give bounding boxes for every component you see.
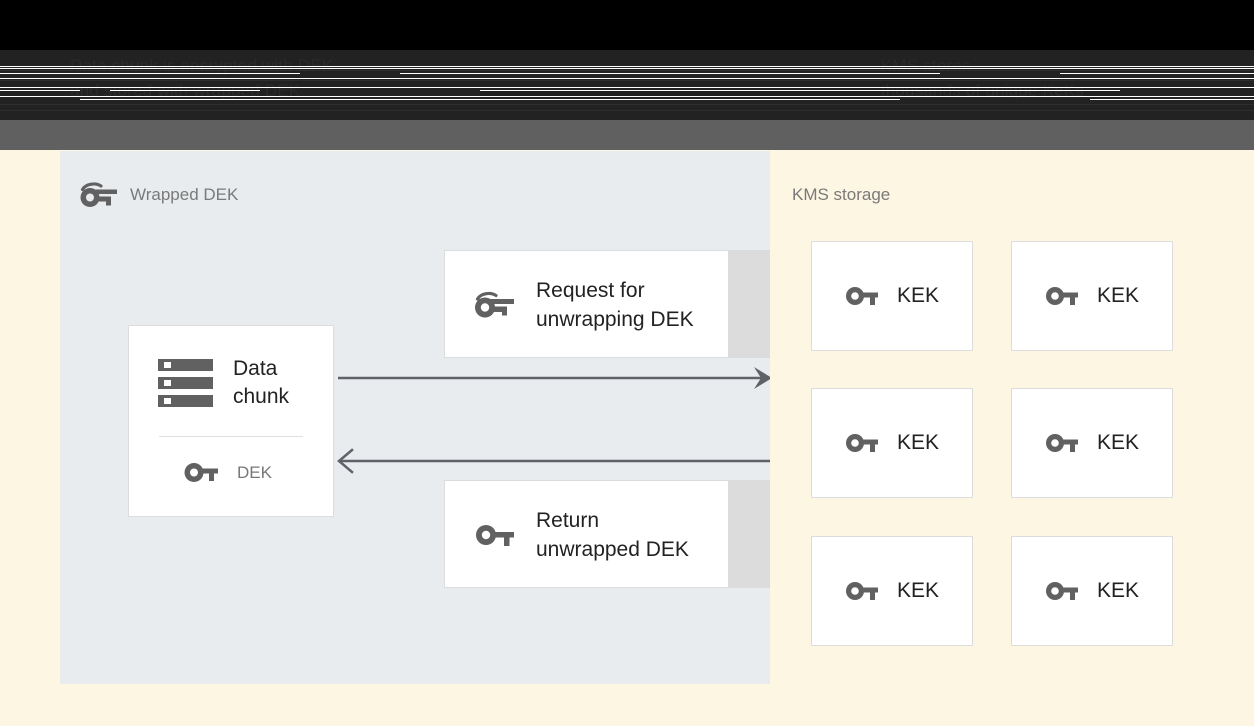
kek-card[interactable]: KEK [811, 388, 973, 498]
arrow-from-kms [337, 448, 772, 474]
kek-card-content: KEK [845, 283, 939, 309]
glitch-scanline [110, 90, 260, 91]
kek-card-content: KEK [845, 430, 939, 456]
return-card-content: Return unwrapped DEK [474, 506, 689, 564]
key-icon [1045, 287, 1078, 305]
kek-card[interactable]: KEK [811, 241, 973, 351]
kek-label: KEK [1096, 579, 1140, 602]
request-card-content: Request for unwrapping DEK [474, 276, 694, 334]
wrapped-key-icon [80, 182, 117, 207]
data-chunk-row: Data chunk [158, 355, 289, 411]
key-icon [1045, 582, 1078, 600]
glitch-scanline [0, 80, 1254, 81]
key-icon [845, 582, 878, 600]
kek-card-content: KEK [1045, 430, 1139, 456]
glitch-scanline [0, 104, 1254, 105]
glitch-scanline [1060, 73, 1254, 74]
kek-card[interactable]: KEK [1011, 241, 1173, 351]
glitch-scanline [80, 99, 900, 100]
return-grey-extension [728, 480, 770, 588]
key-icon [845, 287, 878, 305]
glitch-scanline [0, 73, 300, 74]
kek-label: KEK [896, 579, 940, 602]
kek-card[interactable]: KEK [1011, 388, 1173, 498]
kek-card[interactable]: KEK [811, 536, 973, 646]
glitch-scanline [480, 90, 1120, 91]
glitch-scanline [0, 68, 1254, 69]
key-icon [476, 525, 514, 546]
key-icon [1045, 434, 1078, 452]
header-caption-band: Data chunk is encrypted with DEK and sto… [0, 50, 1254, 120]
data-chunk-card[interactable] [128, 325, 334, 517]
request-card-label: Request for unwrapping DEK [536, 279, 694, 331]
arrow-to-kms [338, 367, 772, 389]
glitch-scanline [0, 70, 1254, 71]
panel-title-kms-storage: KMS storage [792, 185, 891, 204]
glitch-scanline [0, 110, 1254, 111]
kek-card-content: KEK [1045, 283, 1139, 309]
glitch-scanline [0, 87, 1254, 88]
header-grey-bar [0, 120, 1254, 150]
kek-card[interactable]: KEK [1011, 536, 1173, 646]
dek-row: DEK [183, 460, 272, 486]
return-card-label: Return unwrapped DEK [536, 509, 689, 561]
kek-label: KEK [1096, 284, 1140, 307]
glitch-scanline [1090, 99, 1254, 100]
storage-chunk-icon [158, 359, 213, 407]
glitch-scanline [0, 78, 1254, 79]
kek-label: KEK [1096, 431, 1140, 454]
header-black-band [0, 0, 1254, 50]
data-chunk-label: Data chunk [233, 357, 290, 408]
kek-card-content: KEK [1045, 578, 1139, 604]
kek-label: KEK [896, 284, 940, 307]
glitch-scanline [400, 73, 940, 74]
glitch-scanline [0, 96, 1254, 97]
key-icon [184, 463, 218, 482]
glitch-scanline [0, 66, 1254, 67]
card-divider [159, 436, 303, 437]
key-icon [845, 434, 878, 452]
wrapped-key-icon [475, 291, 514, 318]
panel-title-wrapped-dek: Wrapped DEK [130, 185, 239, 204]
kek-label: KEK [896, 431, 940, 454]
glitch-scanline [0, 90, 80, 91]
kek-card-content: KEK [845, 578, 939, 604]
dek-label: DEK [237, 463, 272, 482]
request-grey-extension [728, 250, 770, 358]
